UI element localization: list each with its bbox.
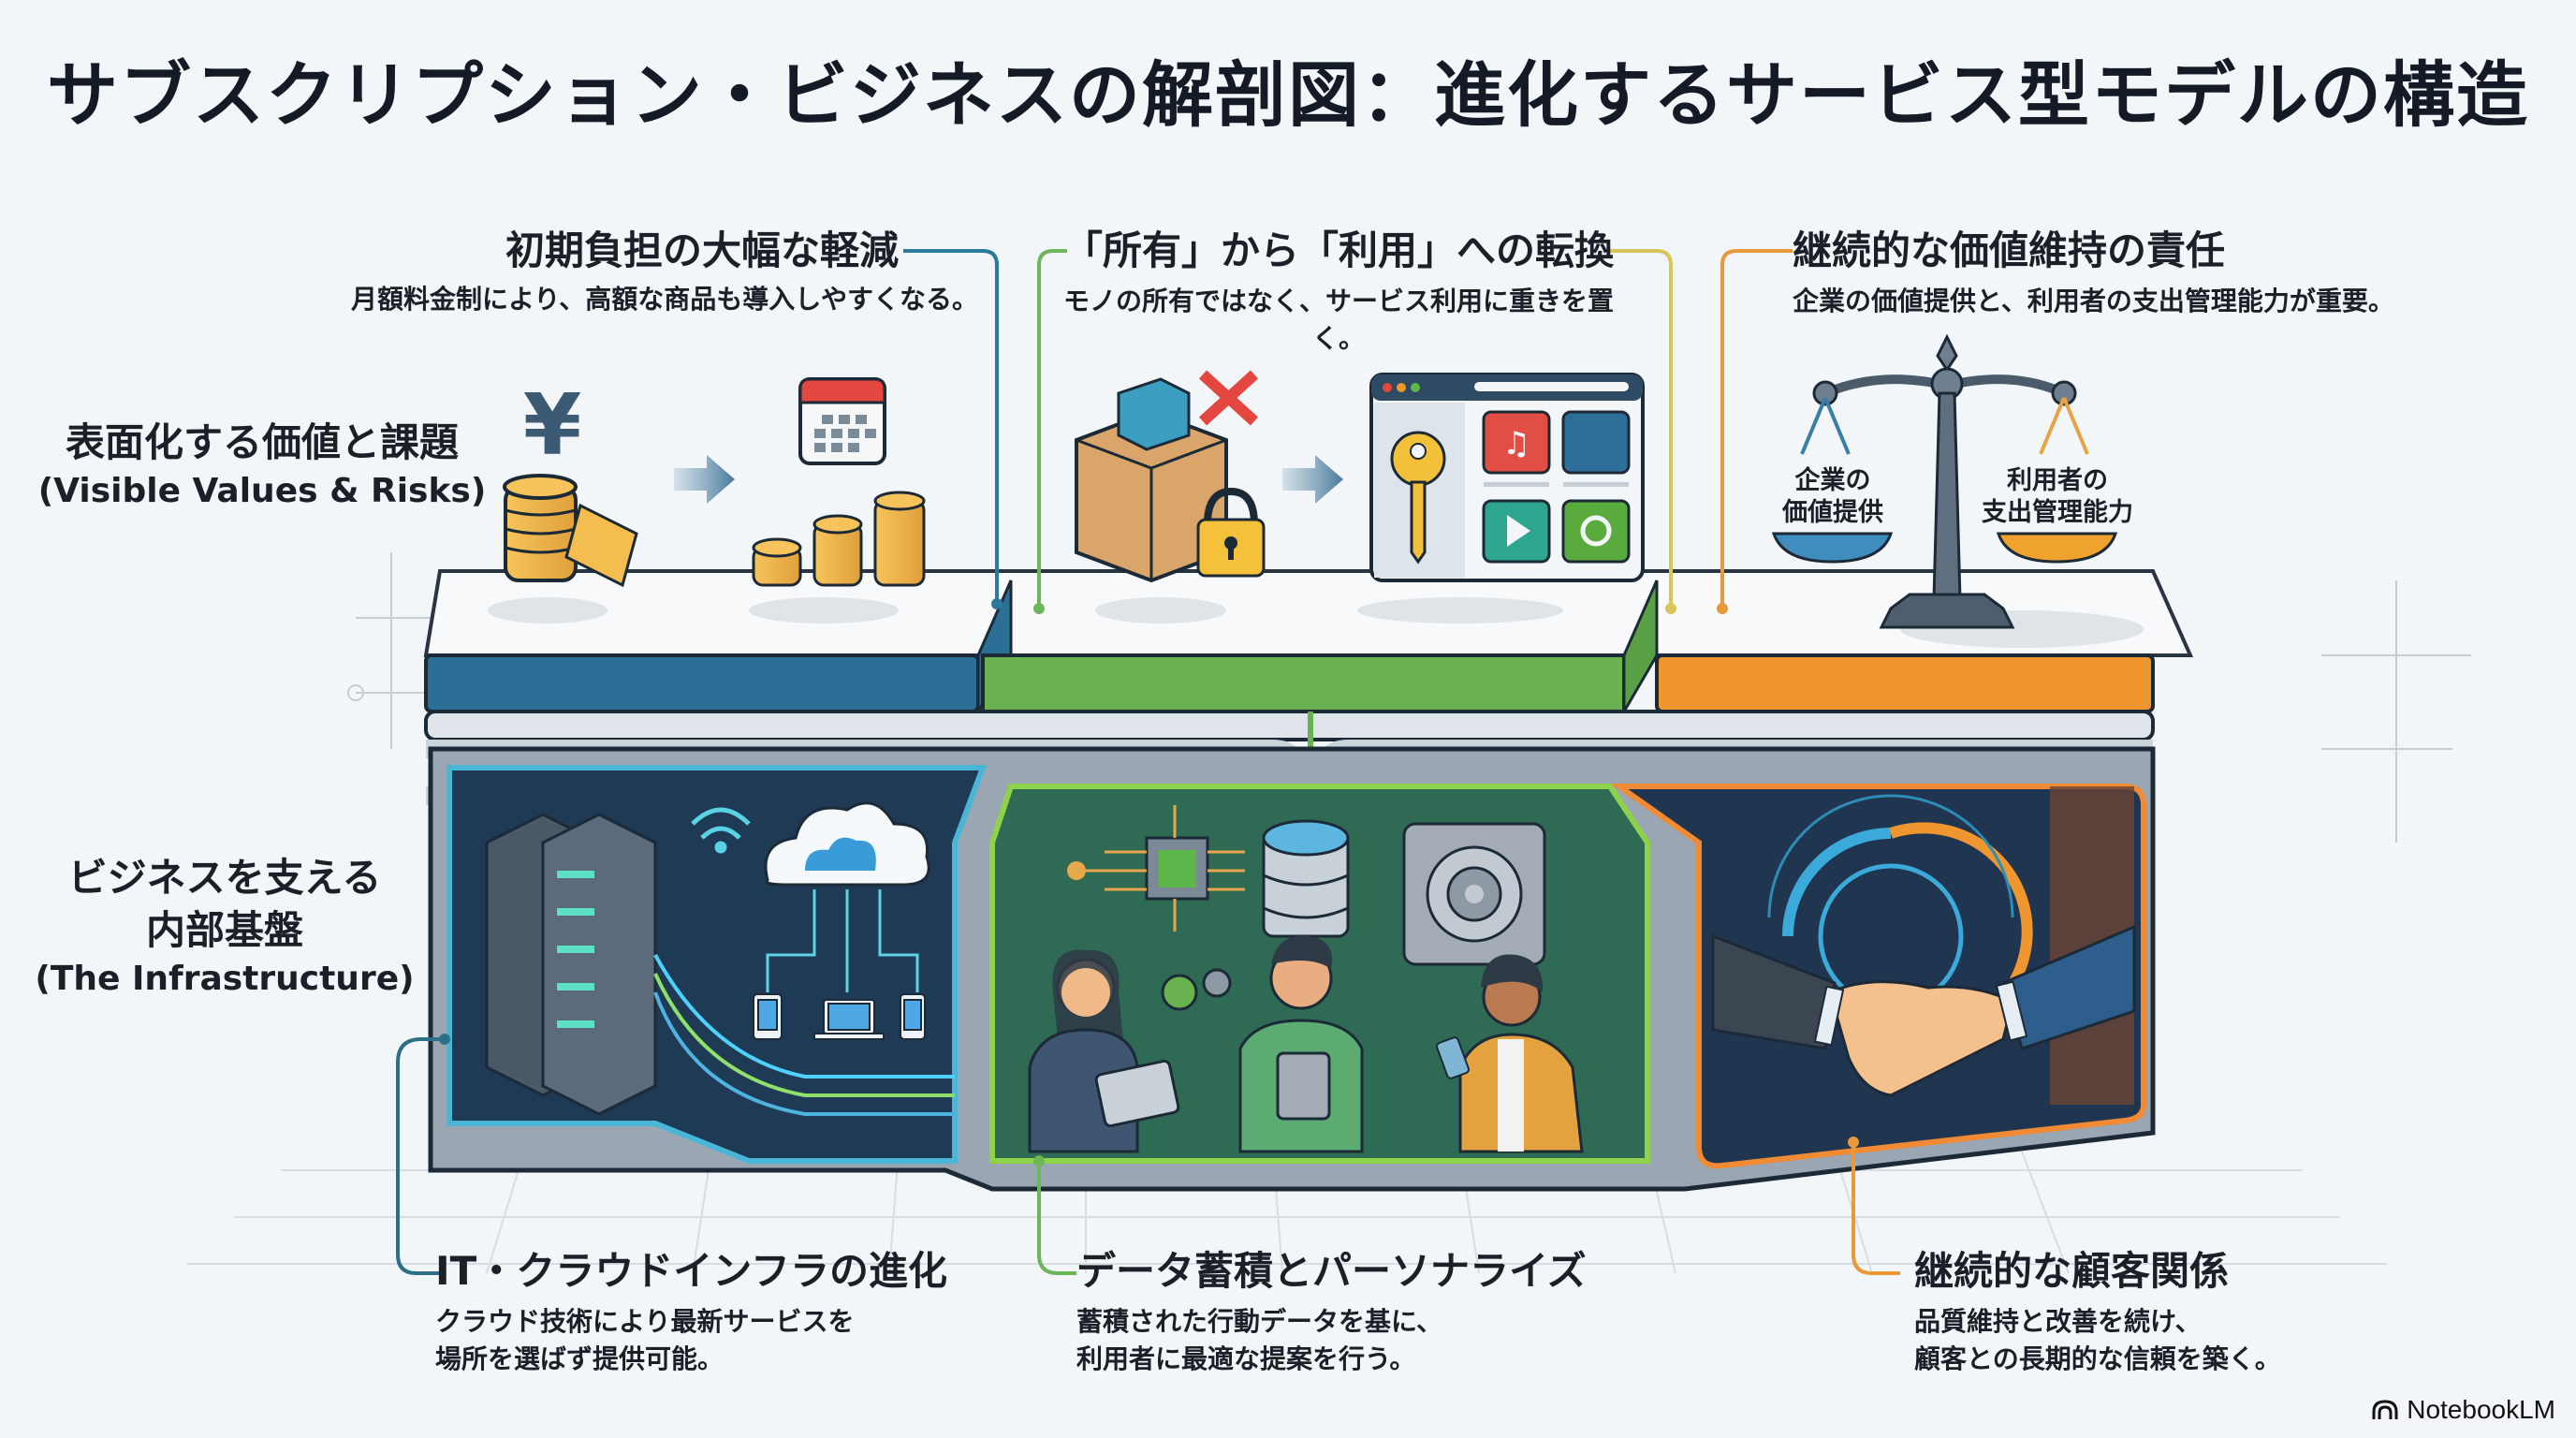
- data-streams: [653, 954, 955, 1116]
- callout-text: 蓄積された行動データを基に、利用者に最適な提案を行う。: [1076, 1306, 1443, 1374]
- scale-pan-right: [1996, 532, 2118, 564]
- callout-text: モノの所有ではなく、サービス利用に重きを置く。: [1062, 286, 1614, 354]
- cloud-connections: [766, 889, 919, 992]
- scale-right-label: 利用者の: [2007, 466, 2108, 495]
- callout-text: クラウド技術により最新サービスを場所を選ばず提供可能。: [435, 1306, 855, 1374]
- surface-layer-label: 表面化する価値と課題 (Visible Values & Risks): [19, 417, 505, 514]
- small-gear-icons: [1161, 968, 1232, 1011]
- slab-orange: [1655, 653, 2155, 713]
- page-title: サブスクリプション・ビジネスの解剖図：進化するサービス型モデルの構造: [47, 53, 2529, 137]
- calendar-icon: [798, 377, 886, 465]
- blueprint-lines: [347, 552, 2471, 843]
- handshake-icon: [1711, 924, 2136, 1097]
- callout-text: 月額料金制により、高額な商品も導入しやすくなる。: [350, 284, 979, 315]
- box-ownership-icon: [1075, 370, 1266, 583]
- slab-blue: [424, 653, 980, 713]
- svg-text:♫: ♫: [1502, 425, 1530, 462]
- surface-slabs: [424, 580, 2155, 741]
- browser-service-icon: ♫: [1369, 373, 1645, 582]
- slab-green: [981, 653, 1626, 713]
- arrow-right-icon: [674, 455, 735, 504]
- surface-layer-label-jp: 表面化する価値と課題: [65, 419, 459, 465]
- video-app-icon: [1561, 410, 1631, 475]
- scale-left-label: 企業の: [1795, 465, 1871, 495]
- server-rack-icon: [485, 813, 657, 1116]
- wifi-icon: [691, 807, 751, 854]
- surface-layer-label-en: (Visible Values & Risks): [37, 472, 487, 510]
- coin-stack-large-icon: [503, 474, 638, 588]
- arrow-right-icon-2: [1282, 455, 1343, 504]
- infrastructure-layer-label: ビジネスを支える 内部基盤 (The Infrastructure): [19, 852, 431, 1002]
- callout-text: 企業の価値提供と、利用者の支出管理能力が重要。: [1793, 286, 2394, 316]
- callout-leaders: [396, 249, 1900, 1275]
- callout-heading: データ蓄積とパーソナライズ: [1076, 1248, 1587, 1294]
- gear-machine-icon: [1402, 822, 1546, 966]
- callout-heading: 継続的な顧客関係: [1914, 1248, 2230, 1294]
- panel-it-cloud: [446, 765, 988, 1164]
- callout-ownership-to-usage: 「所有」から「利用」への転換 モノの所有ではなく、サービス利用に重きを置く。: [1048, 225, 1629, 358]
- scale-pan-left: [1771, 532, 1894, 564]
- settings-app-icon: [1561, 499, 1631, 564]
- infrastructure-label-en: (The Infrastructure): [35, 960, 415, 998]
- panel-data: [989, 784, 1650, 1164]
- balance-scale-icon: [1771, 333, 2118, 629]
- infrastructure-label-jp-1: ビジネスを支える: [67, 855, 382, 901]
- yen-icon: ¥: [523, 376, 582, 475]
- brand-name: NotebookLM: [2407, 1395, 2555, 1424]
- people-illustration: [1028, 935, 1584, 1153]
- callout-initial-cost-text: 月額料金制により、高額な商品も導入しやすくなる。: [309, 281, 1020, 318]
- scale-left-label-2: 価値提供: [1781, 498, 1883, 527]
- callout-value-responsibility: 継続的な価値維持の責任 企業の価値提供と、利用者の支出管理能力が重要。: [1793, 225, 2448, 320]
- callout-heading: 継続的な価値維持の責任: [1793, 227, 2226, 273]
- chip-icon: [1067, 805, 1245, 932]
- panel-customer: [1610, 784, 2146, 1169]
- cloud-icon: [764, 801, 930, 887]
- callout-initial-cost: 初期負担の大幅な軽減: [356, 225, 1011, 277]
- callout-text: 品質維持と改善を続け、顧客との長期的な信頼を築く。: [1914, 1306, 2281, 1374]
- callout-heading: 「所有」から「利用」への転換: [1062, 227, 1614, 273]
- infrastructure-label-jp-2: 内部基盤: [145, 907, 303, 953]
- scale-right-label-2: 支出管理能力: [1982, 497, 2133, 527]
- callout-data-personalize: データ蓄積とパーソナライズ 蓄積された行動データを基に、利用者に最適な提案を行う…: [1076, 1245, 1638, 1378]
- callout-customer-relationship: 継続的な顧客関係 品質維持と改善を続け、顧客との長期的な信頼を築く。: [1914, 1245, 2476, 1378]
- key-icon: [1390, 431, 1446, 565]
- database-icon: [1262, 819, 1350, 938]
- cross-icon: [1198, 370, 1259, 426]
- music-app-icon: [1482, 410, 1551, 475]
- coin-stacks-small-icon: [752, 491, 926, 587]
- padlock-icon: [1196, 487, 1266, 578]
- notebooklm-brand: NotebookLM: [2371, 1395, 2555, 1425]
- notebooklm-logo-icon: [2372, 1400, 2398, 1419]
- callout-heading: 初期負担の大幅な軽減: [505, 227, 899, 273]
- callout-it-cloud: IT・クラウドインフラの進化 クラウド技術により最新サービスを場所を選ばず提供可…: [435, 1245, 997, 1378]
- devices-icon: [753, 993, 926, 1040]
- price-tag-icon: [564, 503, 638, 588]
- callout-heading: IT・クラウドインフラの進化: [435, 1248, 948, 1294]
